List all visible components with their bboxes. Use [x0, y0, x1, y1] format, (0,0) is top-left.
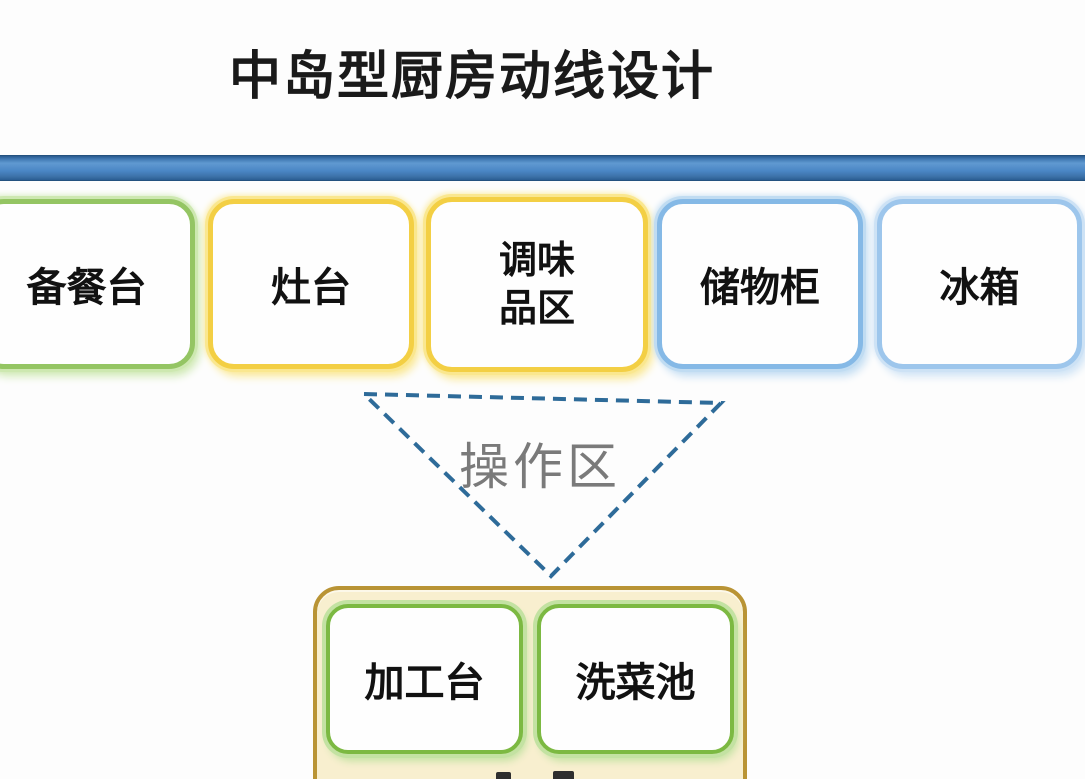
station-box-stove: 灶台: [208, 199, 414, 369]
page-title: 中岛型厨房动线设计: [228, 46, 716, 107]
island-box-label: 洗菜池: [575, 660, 696, 706]
island-container: 加工台 洗菜池: [313, 586, 747, 779]
station-label-line2: 品区: [498, 285, 575, 330]
operation-zone-triangle: [350, 384, 740, 586]
island-box-label: 加工台: [364, 660, 485, 706]
cutoff-text-remnant: [553, 771, 574, 779]
operation-zone-label: 操作区: [459, 438, 621, 496]
station-label: 备餐台: [26, 265, 147, 311]
station-label: 储物柜: [700, 265, 820, 311]
island-box-washing-sink: 洗菜池: [537, 604, 734, 754]
triangle-dashed-outline: [358, 391, 726, 579]
station-label: 灶台: [271, 265, 351, 311]
divider-bar: [0, 155, 1085, 181]
island-box-processing-counter: 加工台: [326, 604, 523, 754]
station-box-prep-counter: 备餐台: [0, 199, 195, 369]
cutoff-text-remnant: [496, 772, 511, 779]
station-label-line1: 调味: [498, 238, 575, 282]
station-box-storage-cabinet: 储物柜: [657, 199, 863, 369]
station-box-condiment-area: 调味 品区: [426, 197, 648, 372]
station-label: 冰箱: [939, 265, 1020, 311]
station-box-fridge: 冰箱: [877, 199, 1082, 369]
